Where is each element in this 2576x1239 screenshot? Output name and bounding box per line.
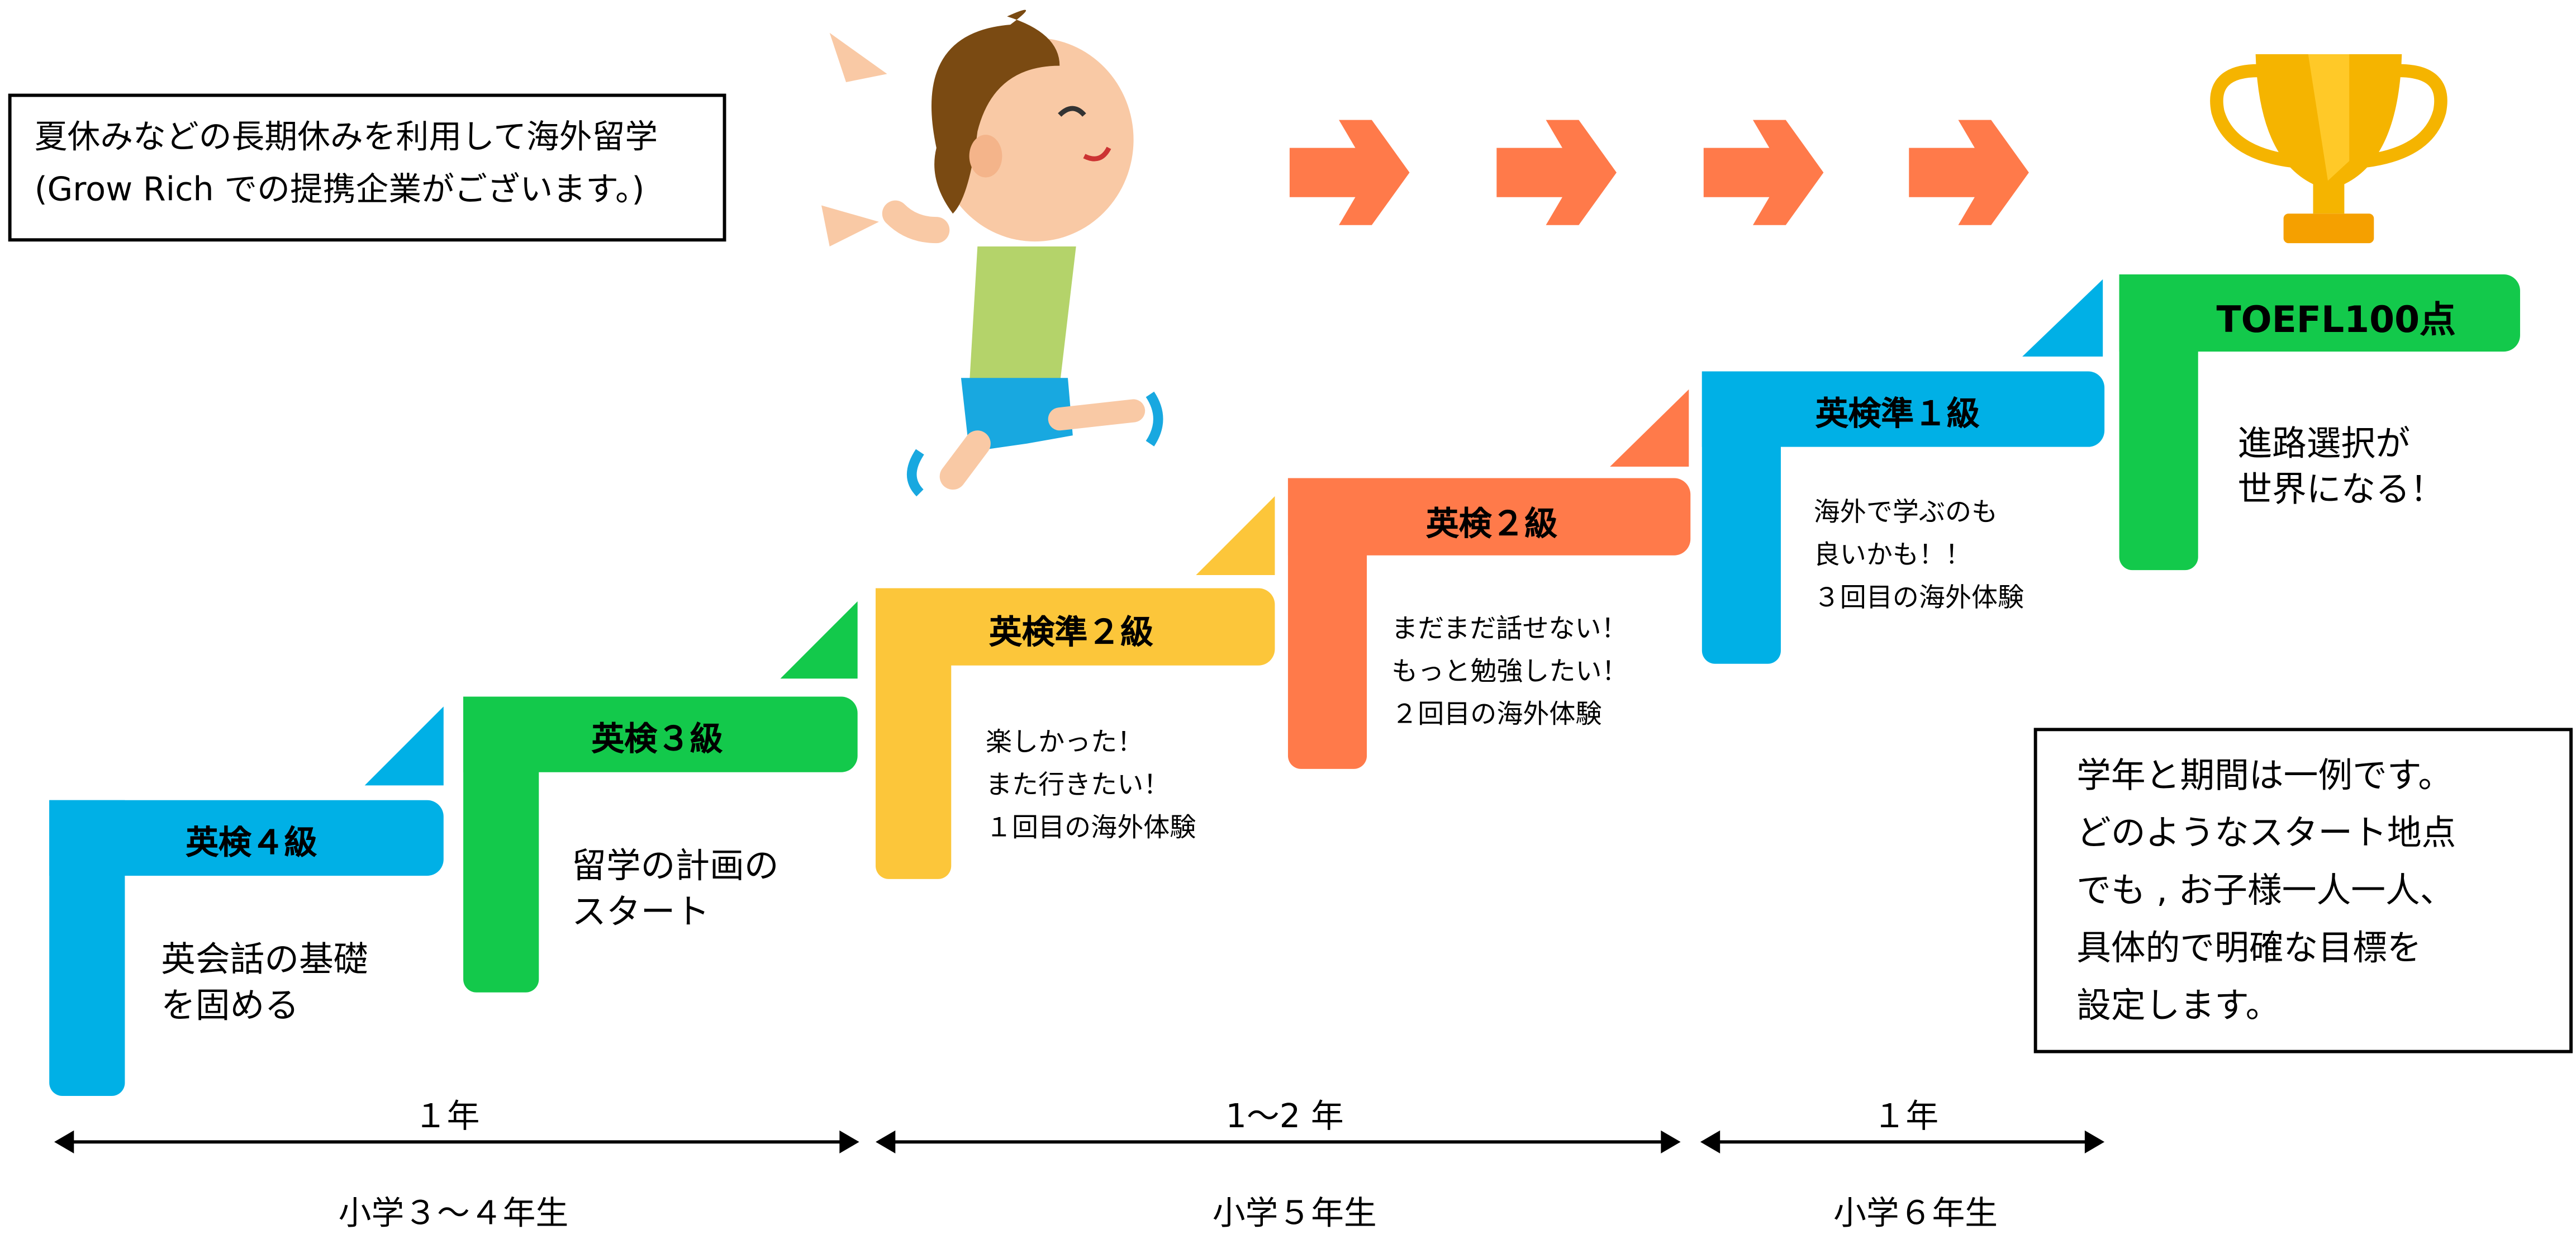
timeline-2-duration: 1〜2 年 (1225, 1095, 1344, 1136)
desc-line: まだまだ話せない！ (1391, 613, 1628, 644)
desc-line: もっと勉強したい！ (1391, 656, 1628, 687)
step-1-title: 英検４級 (186, 822, 317, 862)
step-1-bar (49, 800, 444, 876)
timeline-3-arrow (1700, 1130, 2105, 1153)
desc-line: ２回目の海外体験 (1391, 698, 1602, 730)
step-3-triangle (1196, 496, 1275, 575)
desc-line: 良いかも！！ (1813, 539, 1972, 571)
note-line: 学年と期間は一例です。 (2076, 756, 2453, 795)
step-4-description: まだまだ話せない！ もっと勉強したい！ ２回目の海外体験 (1391, 608, 1628, 736)
desc-line: 留学の計画の (572, 846, 779, 886)
step-2-bar (463, 696, 858, 772)
trophy-icon (2210, 54, 2447, 244)
step-4-title: 英検２級 (1425, 504, 1558, 543)
desc-line: ３回目の海外体験 (1813, 581, 2024, 613)
desc-line: 海外で学ぶのも (1813, 496, 1998, 528)
info-line-2: (Grow Rich での提携企業がございます。) (34, 169, 645, 209)
step-4-bar (1287, 478, 1691, 556)
info-line-1: 夏休みなどの長期休みを利用して海外留学 (34, 116, 658, 156)
desc-line: 楽しかった！ (986, 726, 1144, 758)
note-line: どのようなスタート地点 (2076, 813, 2456, 853)
timeline-1-duration: １年 (414, 1095, 480, 1136)
step-3-description: 楽しかった！ また行きたい！ １回目の海外体験 (986, 721, 1196, 849)
timeline-2-grade: 小学５年生 (1212, 1193, 1377, 1232)
step-1-triangle (364, 706, 444, 786)
step-6-description: 進路選択が 世界になる！ (2237, 421, 2444, 513)
step-5-bar (1702, 371, 2105, 447)
step-4-triangle (1610, 389, 1689, 467)
timeline-3-grade: 小学６年生 (1833, 1193, 1998, 1232)
desc-line: スタート (572, 892, 710, 932)
step-3-bar (876, 588, 1275, 666)
desc-line: 進路選択が (2237, 424, 2410, 464)
step-6-title: TOEFL100点 (2216, 301, 2456, 342)
step-5-triangle (2022, 279, 2103, 357)
step-2-triangle (780, 601, 858, 679)
note-box: 学年と期間は一例です。 どのようなスタート地点 でも , お子様一人一人、 具体… (2033, 728, 2573, 1053)
note-line: 設定します。 (2076, 986, 2280, 1026)
desc-line: 英会話の基礎 (161, 939, 368, 980)
timeline-3-duration: １年 (1872, 1095, 1939, 1136)
step-1-description: 英会話の基礎 を固める (161, 937, 368, 1029)
note-line: 具体的で明確な目標を (2076, 928, 2422, 968)
step-2-description: 留学の計画の スタート (572, 843, 778, 935)
step-6-bar (2119, 274, 2520, 352)
running-boy-illustration (821, 10, 1163, 497)
desc-line: また行きたい！ (986, 768, 1170, 800)
right-arrow-icon (1289, 120, 2029, 225)
info-box: 夏休みなどの長期休みを利用して海外留学 (Grow Rich での提携企業がござ… (8, 93, 726, 242)
desc-line: を固める (161, 986, 300, 1026)
step-5-description: 海外で学ぶのも 良いかも！！ ３回目の海外体験 (1814, 491, 2024, 619)
timeline-1-grade: 小学３〜４年生 (338, 1193, 569, 1232)
step-5-title: 英検準１級 (1815, 393, 1980, 433)
desc-line: 世界になる！ (2237, 469, 2445, 510)
note-line: でも , お子様一人一人、 (2076, 871, 2455, 910)
timeline-2-arrow (876, 1130, 1681, 1153)
progress-arrows (1289, 120, 2029, 225)
desc-line: １回目の海外体験 (986, 811, 1196, 843)
timeline-1-arrow (54, 1130, 859, 1153)
step-3-title: 英検準２級 (988, 612, 1153, 652)
step-2-title: 英検３級 (591, 719, 723, 758)
